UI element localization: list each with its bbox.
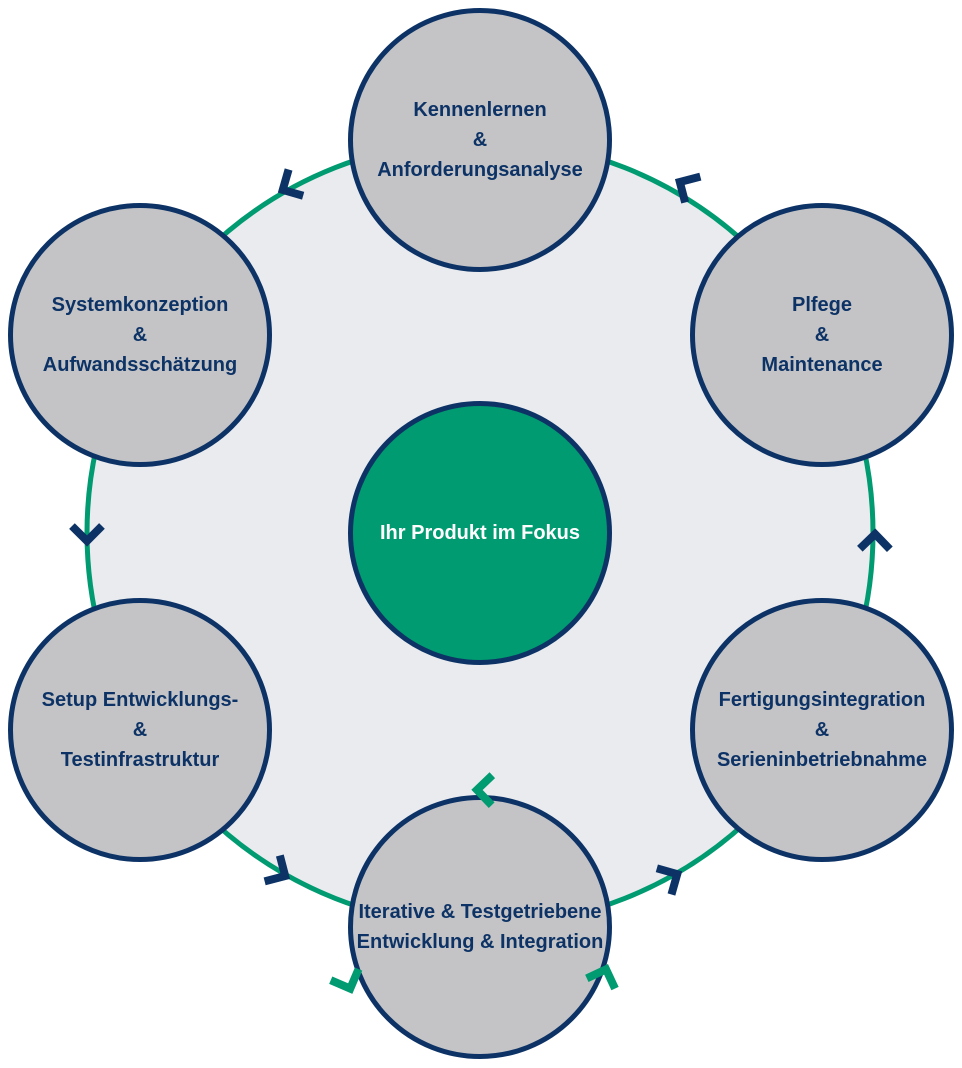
step-system-concept: Systemkonzeption & Aufwandsschätzung: [8, 203, 272, 467]
chevron-arrow-icon: [674, 172, 702, 204]
step-label-line: Setup Entwicklungs-: [41, 689, 239, 711]
step-label-line: Kennenlernen: [413, 99, 547, 121]
step-label-line: Iterative & Testgetriebene: [358, 901, 602, 923]
step-production-integration: Fertigungsintegration & Serieninbetriebn…: [690, 598, 954, 862]
step-label-line: Testinfrastruktur: [60, 749, 220, 771]
step-requirements-analysis: Kennenlernen & Anforderungsanalyse: [348, 8, 612, 272]
step-label-line: &: [814, 324, 830, 346]
chevron-arrow-icon: [655, 864, 683, 896]
step-label-line: Plfege: [791, 294, 853, 316]
step-label-line: Systemkonzeption: [51, 294, 229, 316]
center-focus-circle: Ihr Produkt im Fokus: [348, 401, 612, 665]
step-label-line: &: [132, 324, 148, 346]
step-label-line: Entwicklung & Integration: [356, 931, 604, 953]
step-label-line: Fertigungsintegration: [718, 689, 926, 711]
step-label-line: Anforderungsanalyse: [377, 159, 583, 181]
step-label-line: Serieninbetriebnahme: [716, 749, 928, 771]
step-label-line: &: [132, 719, 148, 741]
step-label-line: &: [472, 129, 488, 151]
step-label-line: Aufwandsschätzung: [42, 354, 238, 376]
step-iterative-development: Iterative & Testgetriebene Entwicklung &…: [348, 795, 612, 1059]
step-maintenance: Plfege & Maintenance: [690, 203, 954, 467]
step-setup-infrastructure: Setup Entwicklungs- & Testinfrastruktur: [8, 598, 272, 862]
step-label-line: &: [814, 719, 830, 741]
chevron-arrow-icon: [69, 523, 105, 547]
chevron-arrow-icon: [277, 168, 305, 200]
center-label: Ihr Produkt im Fokus: [379, 522, 581, 544]
chevron-arrow-icon: [263, 854, 291, 886]
step-label-line: Maintenance: [761, 354, 883, 376]
chevron-arrow-icon: [857, 528, 893, 553]
